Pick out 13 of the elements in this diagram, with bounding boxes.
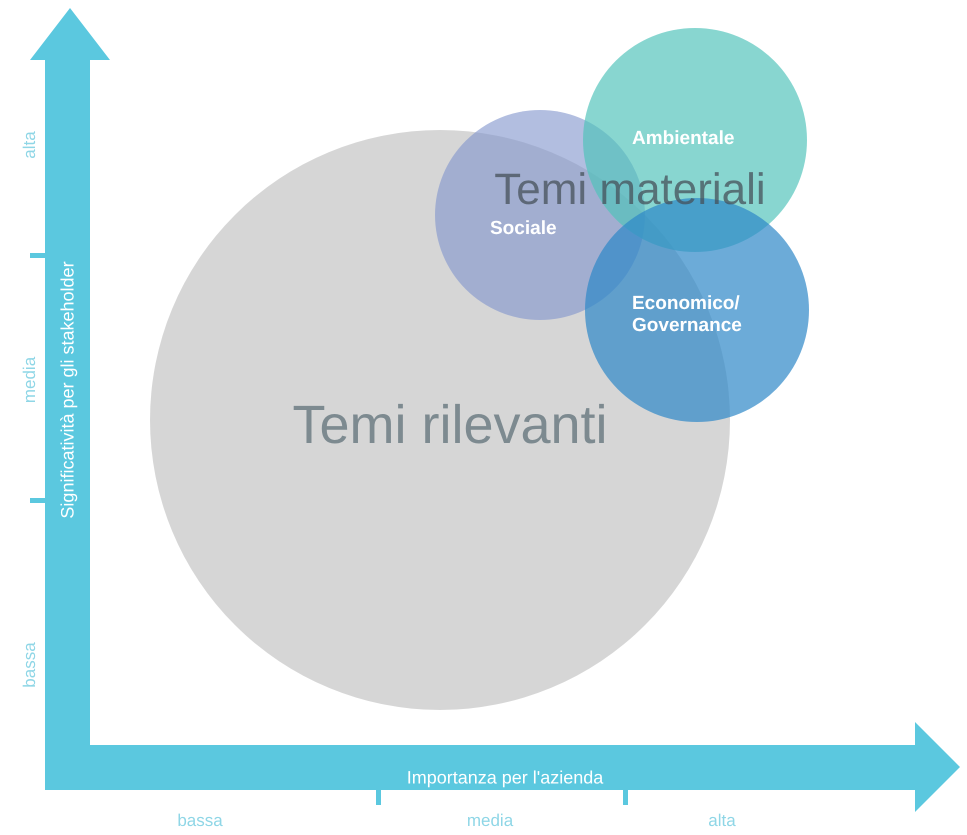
circle-label: Sociale bbox=[490, 218, 558, 240]
tick-label: bassa bbox=[20, 642, 40, 688]
axis-title: Significatività per gli stakeholder bbox=[58, 261, 78, 519]
tick-label: media bbox=[20, 356, 40, 404]
axis-title: Importanza per l'azienda bbox=[406, 768, 604, 788]
circle-label: Ambientale bbox=[632, 128, 736, 150]
tick-label: media bbox=[466, 811, 514, 831]
tick-label: alta bbox=[20, 131, 40, 159]
circle-label: Economico/ Governance bbox=[632, 293, 743, 337]
tick-label: bassa bbox=[177, 811, 223, 831]
group-label: Temi materiali bbox=[494, 165, 766, 215]
circle-label: Temi rilevanti bbox=[292, 394, 608, 456]
tick-label: alta bbox=[708, 811, 736, 831]
